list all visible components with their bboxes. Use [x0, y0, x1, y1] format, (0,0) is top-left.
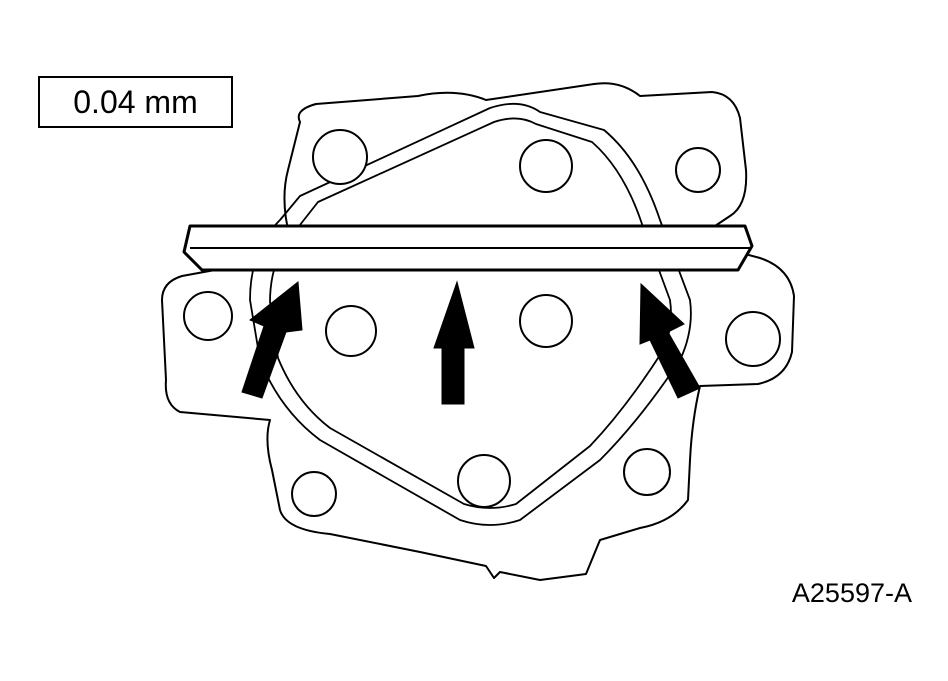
arrow-center — [433, 280, 475, 405]
inner-rim-inner — [269, 117, 672, 509]
bolt-hole — [312, 129, 368, 185]
bolt-hole — [623, 448, 671, 496]
bolt-hole — [519, 139, 573, 193]
arrow-right — [639, 282, 701, 399]
figure-id-label: A25597-A — [791, 578, 912, 608]
bolt-hole — [183, 291, 233, 341]
bolt-hole — [457, 454, 511, 508]
bolt-hole — [325, 305, 377, 357]
arrow-left — [241, 281, 303, 399]
bolt-hole — [725, 311, 781, 367]
bolt-hole — [675, 147, 721, 193]
flatness-spec-box: 0.04 mm — [38, 76, 233, 128]
bolt-hole — [519, 294, 573, 348]
flatness-spec-label: 0.04 mm — [73, 83, 198, 120]
bolt-hole — [291, 471, 337, 517]
